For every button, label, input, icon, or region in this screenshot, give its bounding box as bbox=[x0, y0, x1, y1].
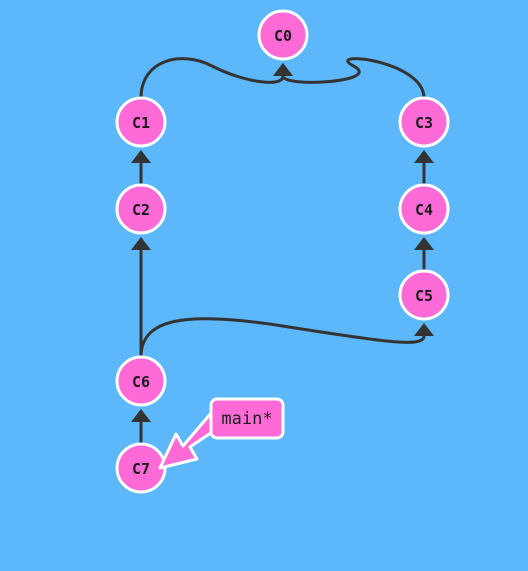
commit-label: C4 bbox=[415, 201, 433, 219]
edge-c3-to-c0-arrowhead bbox=[273, 63, 293, 76]
commit-label: C0 bbox=[274, 27, 292, 45]
branch-label: main* bbox=[221, 409, 272, 429]
edge-c7-to-c6-arrowhead bbox=[131, 409, 151, 422]
commit-label: C1 bbox=[132, 114, 150, 132]
commit-node-c6[interactable]: C6 bbox=[115, 355, 167, 407]
commit-label: C3 bbox=[415, 114, 433, 132]
commit-circle[interactable] bbox=[398, 96, 450, 148]
edge-c2-to-c1-arrowhead bbox=[131, 150, 151, 163]
commit-node-c0[interactable]: C0 bbox=[257, 9, 309, 61]
edge-c3-to-c0 bbox=[281, 57, 426, 99]
commit-circle[interactable] bbox=[257, 9, 309, 61]
commit-node-c2[interactable]: C2 bbox=[115, 183, 167, 235]
commit-circle[interactable] bbox=[115, 183, 167, 235]
commit-node-c5[interactable]: C5 bbox=[398, 269, 450, 321]
branch-tag[interactable]: main* bbox=[158, 397, 285, 470]
commit-label: C7 bbox=[132, 460, 150, 478]
edges-layer bbox=[131, 57, 434, 444]
commit-node-c3[interactable]: C3 bbox=[398, 96, 450, 148]
edge-c1-to-c0 bbox=[139, 57, 285, 99]
commit-node-c7[interactable]: C7 bbox=[115, 442, 167, 494]
commit-circle[interactable] bbox=[115, 355, 167, 407]
branch-label-box[interactable] bbox=[209, 397, 285, 440]
commit-node-c1[interactable]: C1 bbox=[115, 96, 167, 148]
edge-c6-to-c5 bbox=[139, 317, 426, 358]
commit-label: C6 bbox=[132, 373, 150, 391]
commit-label: C5 bbox=[415, 287, 433, 305]
edge-c6-to-c5-arrowhead bbox=[414, 323, 434, 336]
commit-node-c4[interactable]: C4 bbox=[398, 183, 450, 235]
commit-circle[interactable] bbox=[398, 269, 450, 321]
commit-label: C2 bbox=[132, 201, 150, 219]
edge-c5-to-c4-arrowhead bbox=[414, 237, 434, 250]
commit-circle[interactable] bbox=[115, 96, 167, 148]
edge-c4-to-c3-arrowhead bbox=[414, 150, 434, 163]
edge-c6-to-c2-arrowhead bbox=[131, 237, 151, 250]
commit-circle[interactable] bbox=[398, 183, 450, 235]
